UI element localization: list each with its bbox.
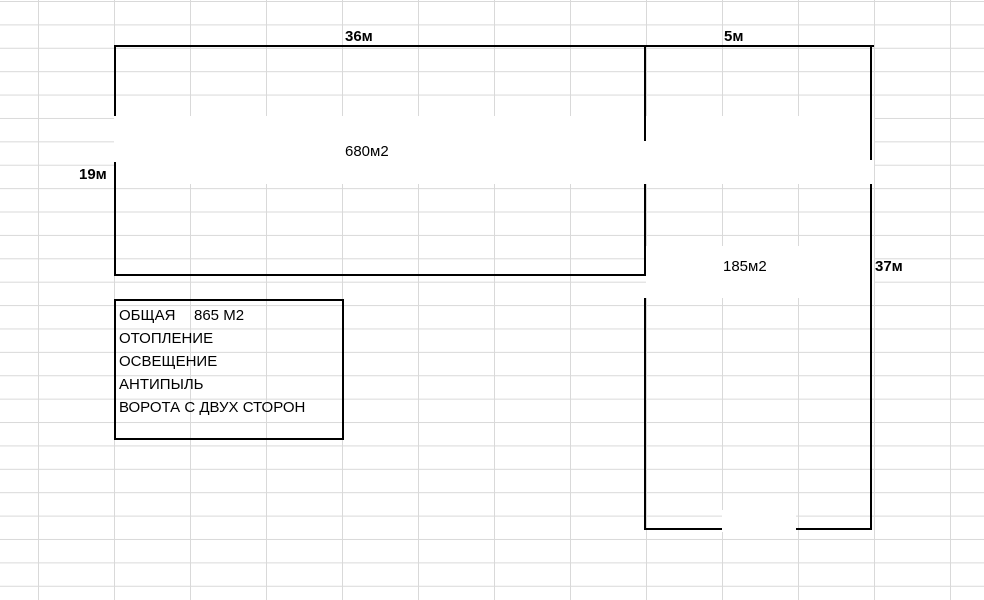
small-rect-right-lower — [870, 184, 872, 530]
small-width-label: 5м — [724, 28, 744, 45]
info-line-heating: ОТОПЛЕНИЕ — [119, 330, 214, 347]
big-height-label: 19м — [79, 166, 107, 183]
small-height-label: 37м — [875, 258, 903, 275]
big-rect-top — [114, 45, 646, 47]
big-rect-left-upper — [114, 45, 116, 116]
small-rect-right-upper — [870, 45, 872, 160]
grid-gap-right — [646, 246, 874, 298]
small-rect-left-middle — [644, 184, 646, 276]
small-rect-bottom-left — [644, 528, 722, 530]
grid-gap-top — [114, 116, 874, 184]
grid-gap-bottom — [722, 510, 796, 532]
big-area-label: 680м2 — [345, 143, 389, 160]
info-total-label: ОБЩАЯ — [119, 307, 176, 324]
info-line-lighting: ОСВЕЩЕНИЕ — [119, 353, 218, 370]
small-rect-bottom-right — [796, 528, 872, 530]
small-area-label: 185м2 — [723, 258, 767, 275]
big-width-label: 36м — [345, 28, 373, 45]
info-line-antidust: АНТИПЫЛЬ — [119, 376, 204, 393]
small-rect-left-upper — [644, 45, 646, 141]
big-rect-bottom — [114, 274, 646, 276]
info-line-gates: ВОРОТА С ДВУХ СТОРОН — [119, 399, 306, 416]
info-box: ОБЩАЯ 865 М2 ОТОПЛЕНИЕ ОСВЕЩЕНИЕ АНТИПЫЛ… — [114, 299, 344, 440]
big-rect-left-lower — [114, 162, 116, 276]
small-rect-top — [644, 45, 874, 47]
small-rect-left-lower — [644, 298, 646, 530]
info-total-value: 865 М2 — [194, 307, 245, 324]
